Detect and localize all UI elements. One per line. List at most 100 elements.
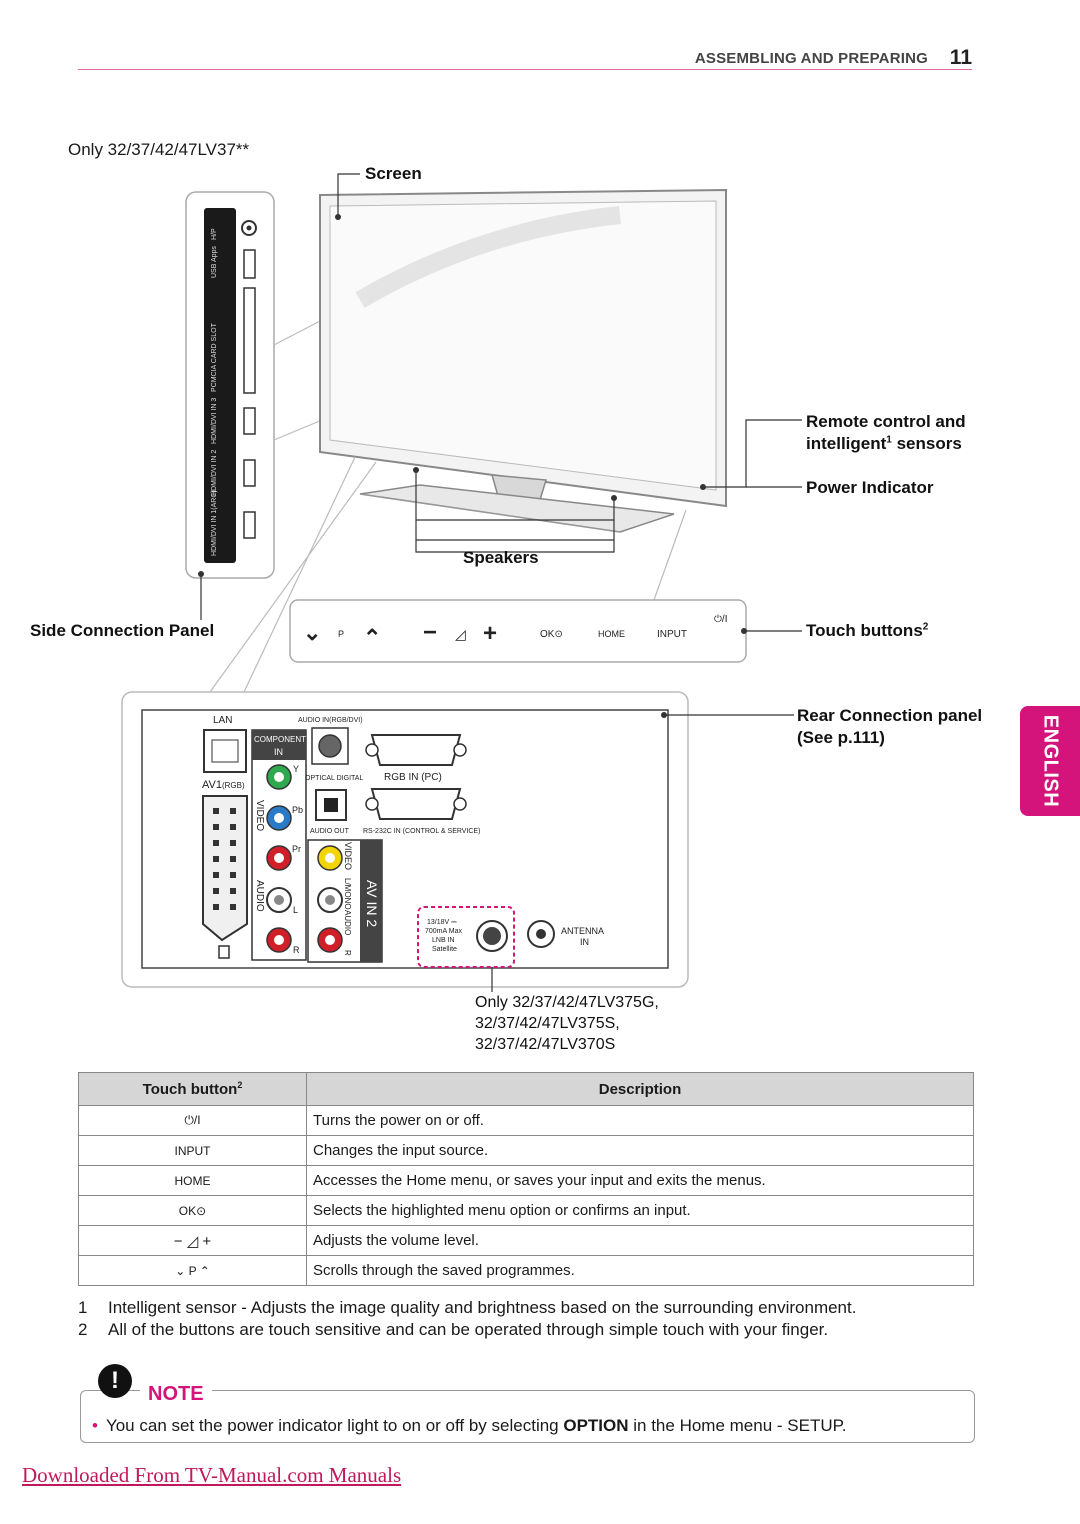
rear-panel-label-1: Rear Connection panel bbox=[797, 706, 983, 725]
av1-label: AV1(RGB) bbox=[202, 779, 245, 791]
note-box bbox=[80, 1390, 975, 1443]
component-header bbox=[252, 730, 306, 760]
touch-volume-icon: ◿ bbox=[455, 626, 466, 642]
audio-out-label: AUDIO OUT bbox=[310, 828, 350, 835]
audio-in-jack bbox=[318, 734, 342, 758]
hp-label: H/P bbox=[211, 228, 218, 240]
rear-panel-label-2: (See p.111) bbox=[797, 728, 885, 747]
r-label: R bbox=[293, 945, 300, 955]
av2-audio-label: AUDIO bbox=[343, 910, 352, 935]
rs232-port bbox=[370, 788, 462, 820]
remote-sensor-label-2: intelligent1 sensors bbox=[806, 434, 962, 453]
video-label: VIDEO bbox=[254, 800, 265, 831]
note-text: •You can set the power indicator light t… bbox=[92, 1416, 847, 1435]
hdmi1-label: HDMI/DVI IN 1(ARC) bbox=[211, 490, 218, 556]
touch-p-label: P bbox=[338, 629, 344, 639]
av2-r-label: R bbox=[343, 950, 352, 956]
exclamation-icon: ! bbox=[98, 1364, 132, 1398]
download-source-link[interactable]: Downloaded From TV-Manual.com Manuals bbox=[22, 1463, 402, 1487]
header-rule bbox=[78, 69, 972, 70]
pb-label: Pb bbox=[292, 805, 303, 815]
touch-plus-icon: + bbox=[483, 620, 497, 647]
language-tab: ENGLISH bbox=[1020, 706, 1080, 816]
av2-mono-label: L/MONO bbox=[343, 878, 352, 910]
touch-down-icon: ⌄ bbox=[303, 620, 321, 645]
touch-minus-icon: − bbox=[423, 619, 437, 646]
hdmi3-port bbox=[243, 407, 256, 435]
table-cell-desc: Adjusts the volume level. bbox=[306, 1225, 974, 1256]
rs232-label: RS-232C IN (CONTROL & SERVICE) bbox=[363, 828, 480, 835]
model-note-bottom-2: 32/37/42/47LV375S, bbox=[475, 1015, 620, 1032]
note-title: NOTE bbox=[140, 1383, 212, 1406]
pr-label: Pr bbox=[292, 844, 301, 854]
screen-label: Screen bbox=[365, 164, 422, 183]
lnb-line-2: 700mA Max bbox=[425, 928, 462, 935]
touch-home-label: HOME bbox=[598, 629, 625, 639]
pcmcia-slot bbox=[243, 287, 256, 394]
touch-buttons-label: Touch buttons2 bbox=[806, 621, 929, 640]
component-label: COMPONENT bbox=[254, 735, 306, 744]
antenna-label-2: IN bbox=[580, 937, 589, 947]
table-header-row: Touch button2 Description bbox=[78, 1072, 974, 1106]
usb-port bbox=[243, 249, 256, 279]
volume-buttons-icon: − ◿ + bbox=[78, 1225, 307, 1256]
model-note-top: Only 32/37/42/47LV37** bbox=[68, 140, 250, 159]
component-in-label: IN bbox=[274, 747, 283, 757]
lnb-highlight bbox=[417, 906, 515, 968]
side-panel-strip bbox=[204, 208, 236, 563]
hdmi1-port bbox=[243, 511, 256, 539]
section-title: ASSEMBLING AND PREPARING bbox=[694, 50, 928, 67]
y-label: Y bbox=[293, 764, 299, 774]
table-cell-desc: Scrolls through the saved programmes. bbox=[306, 1255, 974, 1286]
touch-power-icon: ⏻/I bbox=[714, 614, 727, 625]
lnb-line-4: Satellite bbox=[432, 946, 457, 953]
speakers-label: Speakers bbox=[463, 548, 539, 567]
usb-label: USB Apps bbox=[211, 246, 218, 278]
scart-port bbox=[202, 795, 248, 942]
l-label: L bbox=[293, 905, 298, 915]
remote-sensor-label-1: Remote control and bbox=[806, 412, 966, 431]
table-row: OK⊙Selects the highlighted menu option o… bbox=[78, 1195, 974, 1226]
pcmcia-label: PCMCIA CARD SLOT bbox=[211, 322, 218, 392]
table-header-button: Touch button2 bbox=[78, 1072, 307, 1106]
audio-label: AUDIO bbox=[254, 880, 265, 912]
table-header-description: Description bbox=[306, 1072, 974, 1106]
lnb-line-3: LNB IN bbox=[432, 937, 455, 944]
side-connection-panel-label: Side Connection Panel bbox=[30, 621, 215, 640]
bullet-icon: • bbox=[92, 1416, 98, 1435]
power-indicator-label: Power Indicator bbox=[806, 478, 934, 497]
av2-video-label: VIDEO bbox=[343, 842, 353, 870]
audio-in-label: AUDIO IN(RGB/DVI) bbox=[298, 717, 363, 724]
table-row: − ◿ +Adjusts the volume level. bbox=[78, 1225, 974, 1256]
optical-port bbox=[315, 789, 347, 821]
av-in-2-label: AV IN 2 bbox=[364, 880, 380, 927]
lnb-line-1: 13/18V ⎓ bbox=[427, 919, 457, 926]
rgb-in-label: RGB IN (PC) bbox=[384, 772, 442, 783]
hdmi3-label: HDMI/DVI IN 3 bbox=[211, 398, 218, 444]
hdmi2-port bbox=[243, 459, 256, 487]
ok-button-icon: OK⊙ bbox=[78, 1195, 307, 1226]
programme-buttons-icon: ⌄ P ⌃ bbox=[78, 1255, 307, 1286]
lan-label: LAN bbox=[213, 715, 232, 726]
model-note-bottom-1: Only 32/37/42/47LV375G, bbox=[475, 994, 659, 1011]
page-number: 11 bbox=[949, 46, 972, 69]
touch-up-icon: ⌃ bbox=[363, 625, 381, 650]
hdmi2-label: HDMI/DVI IN 2 bbox=[211, 450, 218, 496]
table-cell-desc: Selects the highlighted menu option or c… bbox=[306, 1195, 974, 1226]
table-cell-desc: Changes the input source. bbox=[306, 1135, 974, 1166]
table-row: ⌄ P ⌃Scrolls through the saved programme… bbox=[78, 1255, 974, 1286]
antenna-label-1: ANTENNA bbox=[561, 926, 604, 936]
ground-icon bbox=[218, 945, 230, 959]
rgb-port bbox=[370, 734, 462, 766]
table-cell-desc: Accesses the Home menu, or saves your in… bbox=[306, 1165, 974, 1196]
optical-label: OPTICAL DIGITAL bbox=[305, 775, 363, 782]
tv-illustration: H/P USB Apps PCMCIA CARD SLOT HDMI/DVI I… bbox=[121, 173, 802, 992]
model-note-bottom-3: 32/37/42/47LV370S bbox=[475, 1036, 616, 1053]
input-button-label: INPUT bbox=[78, 1135, 307, 1166]
